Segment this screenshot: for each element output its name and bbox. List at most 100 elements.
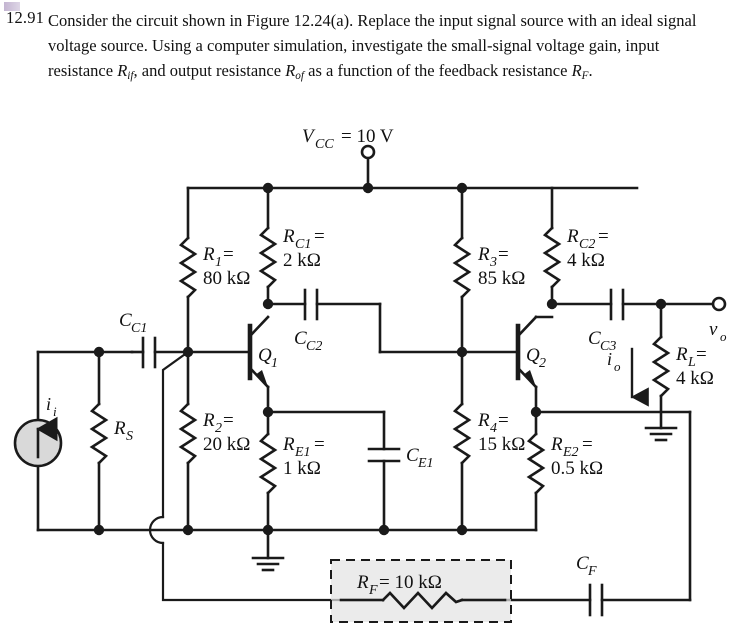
dot-q2-emitter (530, 406, 542, 418)
rl-symbol: R (675, 344, 688, 365)
rf-subscript: F (368, 583, 378, 598)
dot-rs-top (93, 346, 105, 358)
label-CE1: C E1 (406, 445, 434, 471)
re1-symbol: R (282, 434, 295, 455)
label-RF: R F = 10 kΩ (356, 572, 442, 598)
q2-subscript: 2 (539, 356, 546, 371)
cc3-symbol: C (588, 328, 601, 349)
label-vo: v o (709, 319, 727, 344)
rc1-subscript: C1 (295, 237, 311, 252)
r4-symbol: R (477, 410, 490, 431)
rc1-symbol: R (282, 226, 295, 247)
problem-line-3a: investigate the small-signal voltage gai… (48, 36, 660, 80)
resistor-RC1 (258, 226, 278, 289)
io-symbol: i (607, 349, 612, 369)
r1-symbol: R (202, 244, 215, 265)
dot-ce1-bottom (378, 524, 390, 536)
label-RE2: R E2 = 0.5 kΩ (550, 434, 603, 479)
problem-line-3b: , and output (133, 61, 212, 80)
re1-subscript: E1 (294, 445, 311, 460)
rl-value: 4 kΩ (676, 368, 714, 389)
dot-output-node (655, 298, 667, 310)
dot-vcc-rail (362, 182, 374, 194)
resistor-R4 (452, 402, 472, 465)
q1-collector-lead (248, 315, 270, 338)
re1-value: 1 kΩ (283, 458, 321, 479)
dot-r3-top (456, 182, 468, 194)
rf-symbol: R (356, 572, 369, 593)
rc2-subscript: C2 (579, 237, 595, 252)
label-CC2: C C2 (294, 328, 322, 354)
dot-re1-bottom (262, 524, 274, 536)
problem-line-4-subscript: of (295, 70, 305, 83)
q1-emitter-lead (248, 366, 270, 389)
problem-line-4-subscript-2: F (581, 70, 589, 83)
problem-line-3-symbol: R (117, 61, 128, 80)
r3-value: 85 kΩ (478, 268, 525, 289)
label-CC1: C C1 (119, 310, 147, 336)
vcc-symbol: V (302, 126, 316, 147)
vcc-value: = 10 V (341, 126, 394, 147)
r3-symbol: R (477, 244, 490, 265)
vcc-terminal-node[interactable] (360, 144, 376, 160)
r2-equals: = (223, 410, 234, 431)
label-io: i o (607, 349, 621, 374)
r1-value: 80 kΩ (203, 268, 250, 289)
problem-line-4-symbol-2: R (571, 61, 582, 80)
re2-symbol: R (550, 434, 563, 455)
problem-line-4b: as a function of the feedback resistance (304, 61, 572, 80)
cc3-subscript: C3 (600, 339, 616, 354)
ii-subscript: i (53, 404, 57, 419)
ce1-subscript: E1 (417, 456, 434, 471)
capacitor-CC2 (303, 288, 319, 321)
dot-q1-emitter (262, 406, 274, 418)
q1-subscript: 1 (271, 356, 278, 371)
r2-symbol: R (202, 410, 215, 431)
dot-q2-base (456, 346, 468, 358)
resistor-R3 (452, 236, 472, 299)
rl-subscript: L (687, 355, 696, 370)
capacitor-CC3 (609, 288, 625, 321)
re1-equals: = (314, 434, 325, 455)
label-RS: R S (113, 418, 133, 444)
q1-emitter-arrow (256, 370, 268, 387)
label-RE1: R E1 = 1 kΩ (282, 434, 325, 479)
rs-symbol: R (113, 418, 126, 439)
problem-statement: 12.91 Consider the circuit shown in Figu… (0, 0, 742, 118)
rc1-equals: = (314, 226, 325, 247)
problem-number: 12.91 (6, 8, 45, 27)
io-subscript: o (614, 359, 621, 374)
cc1-subscript: C1 (131, 321, 147, 336)
q2-emitter-lead (516, 366, 538, 389)
rc2-symbol: R (566, 226, 579, 247)
r4-subscript: 4 (490, 421, 497, 436)
circuit-diagram: V CC = 10 V R 1 = 80 kΩ R C1 = 2 kΩ R 3 … (0, 112, 742, 627)
problem-line-2: source with an ideal signal voltage sour… (48, 11, 697, 55)
rc2-value: 4 kΩ (567, 250, 605, 271)
problem-line-4a: resistance (216, 61, 286, 80)
r3-equals: = (498, 244, 509, 265)
vo-output-terminal[interactable] (711, 296, 727, 312)
r2-subscript: 2 (215, 421, 222, 436)
r2-value: 20 kΩ (203, 434, 250, 455)
label-ii: i i (46, 394, 57, 419)
label-CC3: C C3 (588, 328, 616, 354)
rc1-value: 2 kΩ (283, 250, 321, 271)
q1-symbol: Q (258, 345, 272, 366)
ii-symbol: i (46, 394, 51, 414)
feedback-resistor-highlight-box[interactable] (330, 559, 512, 623)
problem-body: Consider the circuit shown in Figure 12.… (48, 8, 726, 89)
cf-symbol: C (576, 553, 589, 574)
dot-q1-base (182, 346, 194, 358)
resistor-RL (651, 335, 671, 398)
label-CF: C F (576, 553, 597, 579)
label-RC2: R C2 = 4 kΩ (566, 226, 609, 271)
r4-value: 15 kΩ (478, 434, 525, 455)
ground-symbol-rl (644, 426, 678, 442)
resistor-RE1 (258, 432, 278, 495)
label-RC1: R C1 = 2 kΩ (282, 226, 325, 271)
label-RL: R L = 4 kΩ (675, 344, 714, 389)
dot-r2-bottom (182, 524, 194, 536)
vcc-subscript: CC (315, 137, 334, 152)
cc1-symbol: C (119, 310, 132, 331)
